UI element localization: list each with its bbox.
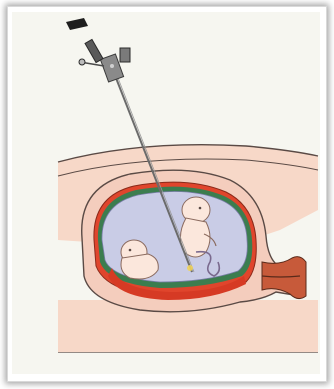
fetoscopy-illustration xyxy=(0,0,334,389)
